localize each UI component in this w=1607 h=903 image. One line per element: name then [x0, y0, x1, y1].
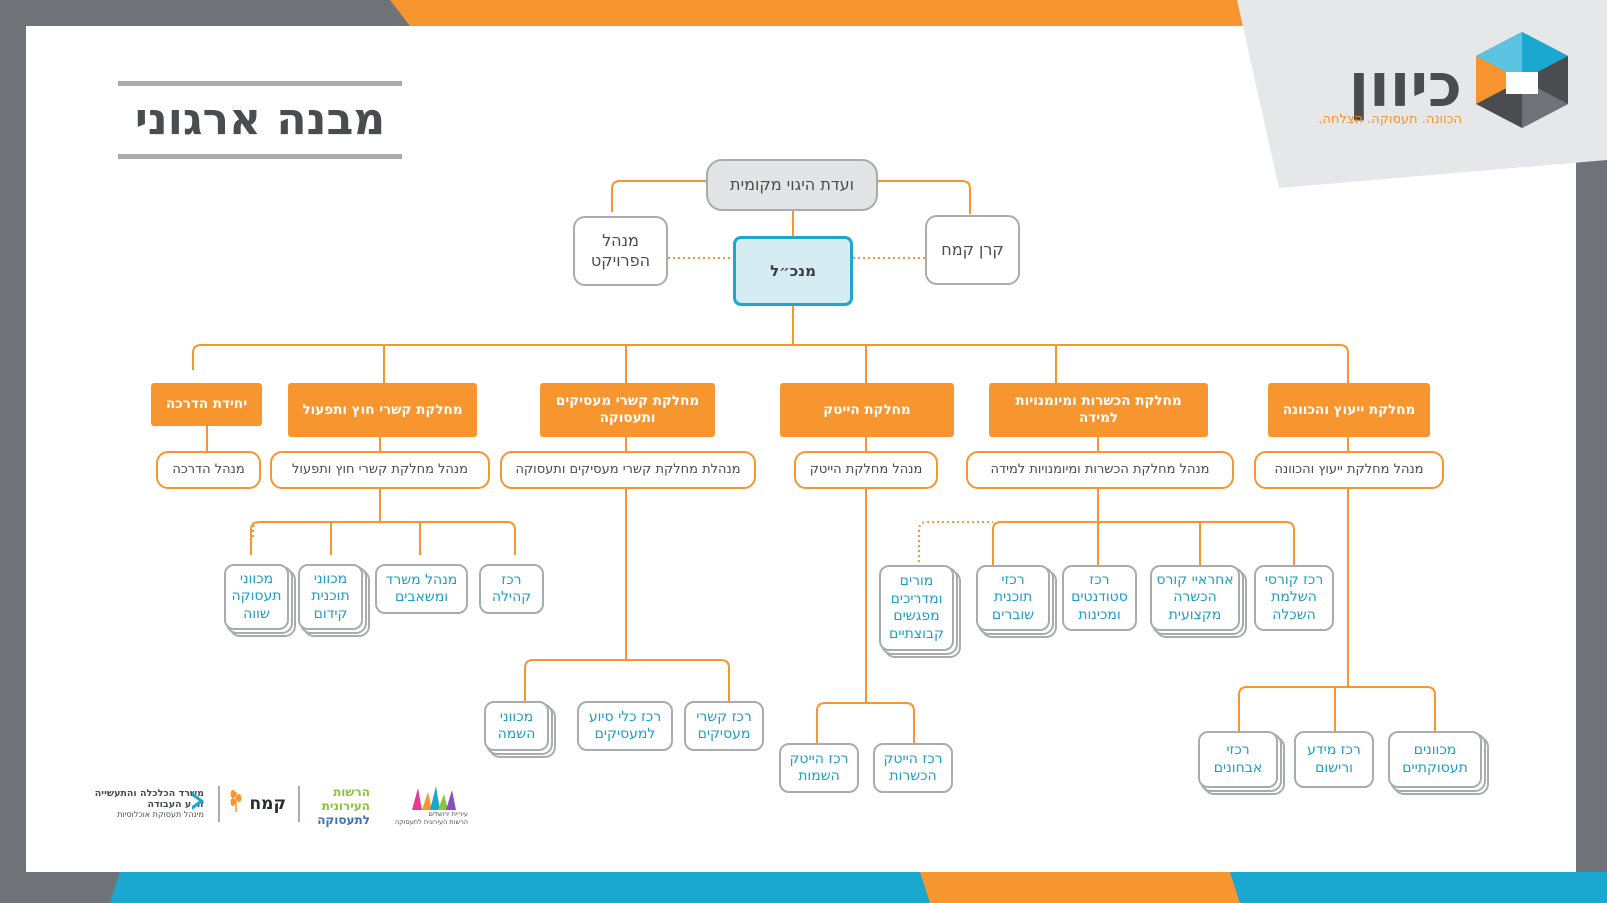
- ministry-emblem-icon: [192, 792, 204, 810]
- dept-hitech: מחלקת הייטק: [780, 383, 954, 437]
- manager-training-unit: מנהל הדרכה: [156, 451, 261, 489]
- dept-employers: מחלקת קשרי מעסיקים ותעסוקה: [540, 383, 715, 437]
- unit-info-registration: רכז מידע ורישום: [1294, 731, 1374, 788]
- unit-hitech-placement: רכז הייטק השמות: [779, 743, 859, 793]
- manager-external-relations: מנהל מחלקת קשרי חוץ ותפעול: [270, 451, 490, 489]
- jerusalem-skyline-icon: [412, 786, 456, 810]
- dept-training: מחלקת הכשרות ומיומנויות למידה: [989, 383, 1208, 437]
- page-title-block: מבנה ארגוני: [118, 81, 402, 159]
- partner-kemach-logo: קמח: [249, 794, 287, 814]
- unit-equal-employment-advisors: מכווני תעסוקה שווה: [224, 564, 289, 630]
- unit-education-completion: רכז קורסי השלמת השכלה: [1254, 565, 1334, 631]
- ministry-name: משרד הכלכלה והתעשייה: [94, 788, 204, 799]
- partner-ministry-logo: משרד הכלכלה והתעשייה זרוע העבודה מינהל ת…: [54, 788, 204, 819]
- jerusalem-line1: עיריית ירושלים: [428, 810, 468, 818]
- logo-wordmark: כיוון: [1348, 51, 1462, 121]
- unit-students-coordinator: רכז סטודנטים ומכינות: [1062, 565, 1137, 631]
- unit-assessment-coordinators: רכזי אבחונים: [1198, 731, 1278, 788]
- unit-vocational-course-leads: אחראיי קורס הכשרה מקצועית: [1150, 565, 1240, 631]
- unit-placement-advisors: מכווני השמה: [484, 701, 549, 751]
- kemach-fund-box: קרן קמח: [925, 215, 1020, 285]
- project-manager-box: מנהל הפרויקט: [573, 216, 668, 286]
- unit-promotion-advisors: מכווני תוכנית קידום: [298, 564, 363, 630]
- unit-community-coordinator: רכז קהילה: [479, 564, 544, 614]
- dept-guidance: מחלקת ייעוץ והכוונה: [1268, 383, 1430, 437]
- unit-office-manager: מנהל משרד ומשאבים: [375, 564, 468, 614]
- dept-training-unit: יחידת הדרכה: [151, 383, 262, 426]
- manager-training: מנהל מחלקת הכשרות ומיומנויות למידה: [966, 451, 1234, 489]
- unit-voucher-coordinators: רכזי תוכנית שוברים: [976, 565, 1050, 631]
- hareshut-line2: לתעסוקה: [317, 813, 370, 827]
- partner-divider: [298, 786, 300, 822]
- unit-employment-advisors: מכוונים תעסוקתיים: [1388, 731, 1482, 788]
- unit-group-instructors: מורים ומדריכים מפגשים קבוצתיים: [879, 565, 954, 651]
- unit-hitech-training: רכז הייטק הכשרות: [873, 743, 953, 793]
- ministry-branch: זרוע העבודה: [147, 799, 204, 810]
- title-top-rule: [118, 81, 402, 86]
- page-title: מבנה ארגוני: [134, 93, 386, 145]
- unit-employer-relations: רכז קשרי מעסיקים: [684, 701, 764, 751]
- manager-employers: מנהלת מחלקת קשרי מעסיקים ותעסוקה: [500, 451, 756, 489]
- partner-divider: [218, 786, 220, 822]
- logo-tagline: הכוונה. תעסוקה. הצלחה.: [1318, 112, 1462, 127]
- hareshut-line1: הרשות העירונית: [321, 785, 370, 813]
- hexagon-logo-icon: [1476, 32, 1568, 128]
- wheat-icon: [230, 790, 242, 812]
- title-bottom-rule: [118, 154, 402, 159]
- manager-hitech: מנהל מחלקת הייטק: [794, 451, 938, 489]
- jerusalem-line2: הרשות העירונית לתעסוקה: [394, 818, 468, 826]
- manager-guidance: מנהל מחלקת ייעוץ והכוונה: [1254, 451, 1444, 489]
- governance-committee-box: ועדת היגוי מקומית: [706, 159, 878, 211]
- partner-jerusalem-logo: עיריית ירושלים הרשות העירונית לתעסוקה: [384, 810, 468, 826]
- ministry-division: מינהל תעסוקת אוכלוסיות: [117, 810, 204, 819]
- ceo-box: מנכ״ל: [733, 236, 853, 306]
- partner-hareshut-logo: הרשות העירונית לתעסוקה: [300, 785, 370, 827]
- dept-external-relations: מחלקת קשרי חוץ ותפעול: [288, 383, 477, 437]
- unit-employer-tools: רכז כלי סיוע למעסיקים: [577, 701, 673, 751]
